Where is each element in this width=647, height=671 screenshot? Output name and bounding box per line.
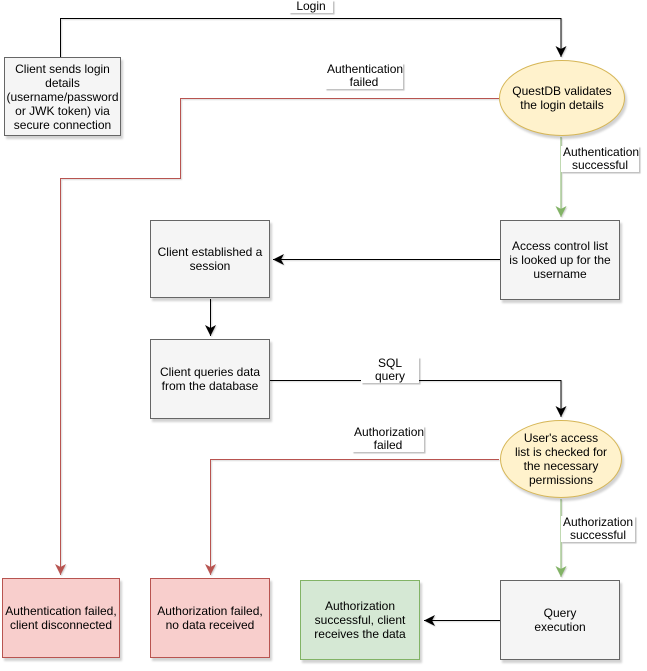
edge-label-sql-query: SQL query: [361, 357, 419, 383]
node-client-sends-login: Client sends login details (username/pas…: [4, 57, 121, 136]
node-query-execution: Query execution: [500, 580, 620, 660]
edge-sql-query: [270, 380, 567, 417]
node-client-queries: Client queries data from the database: [150, 339, 270, 419]
node-authorization-failed-result: Authorization failed, no data received: [150, 578, 270, 658]
edge-label-authentication-failed: Authentication failed: [325, 62, 404, 89]
edge-label-authentication-successful: Authentication successful: [561, 145, 640, 172]
edge-login: [60, 18, 567, 57]
edge-label-login: Login: [289, 0, 333, 13]
node-authentication-failed-result: Authentication failed, client disconnect…: [2, 578, 120, 658]
edge-authentication-failed: [55, 98, 499, 575]
edge-label-authorization-successful: Authorization successful: [561, 515, 635, 542]
node-access-list-check: User's access list is checked for the ne…: [500, 420, 622, 498]
node-client-session: Client established a session: [150, 220, 270, 298]
node-questdb-validates: QuestDB validates the login details: [499, 60, 625, 136]
edge-authorization-failed: [205, 459, 499, 575]
node-access-control-lookup: Access control list is looked up for the…: [500, 220, 620, 300]
node-authorization-success-result: Authorization successful, client receive…: [300, 580, 420, 660]
edge-label-authorization-failed: Authorization failed: [352, 425, 425, 452]
